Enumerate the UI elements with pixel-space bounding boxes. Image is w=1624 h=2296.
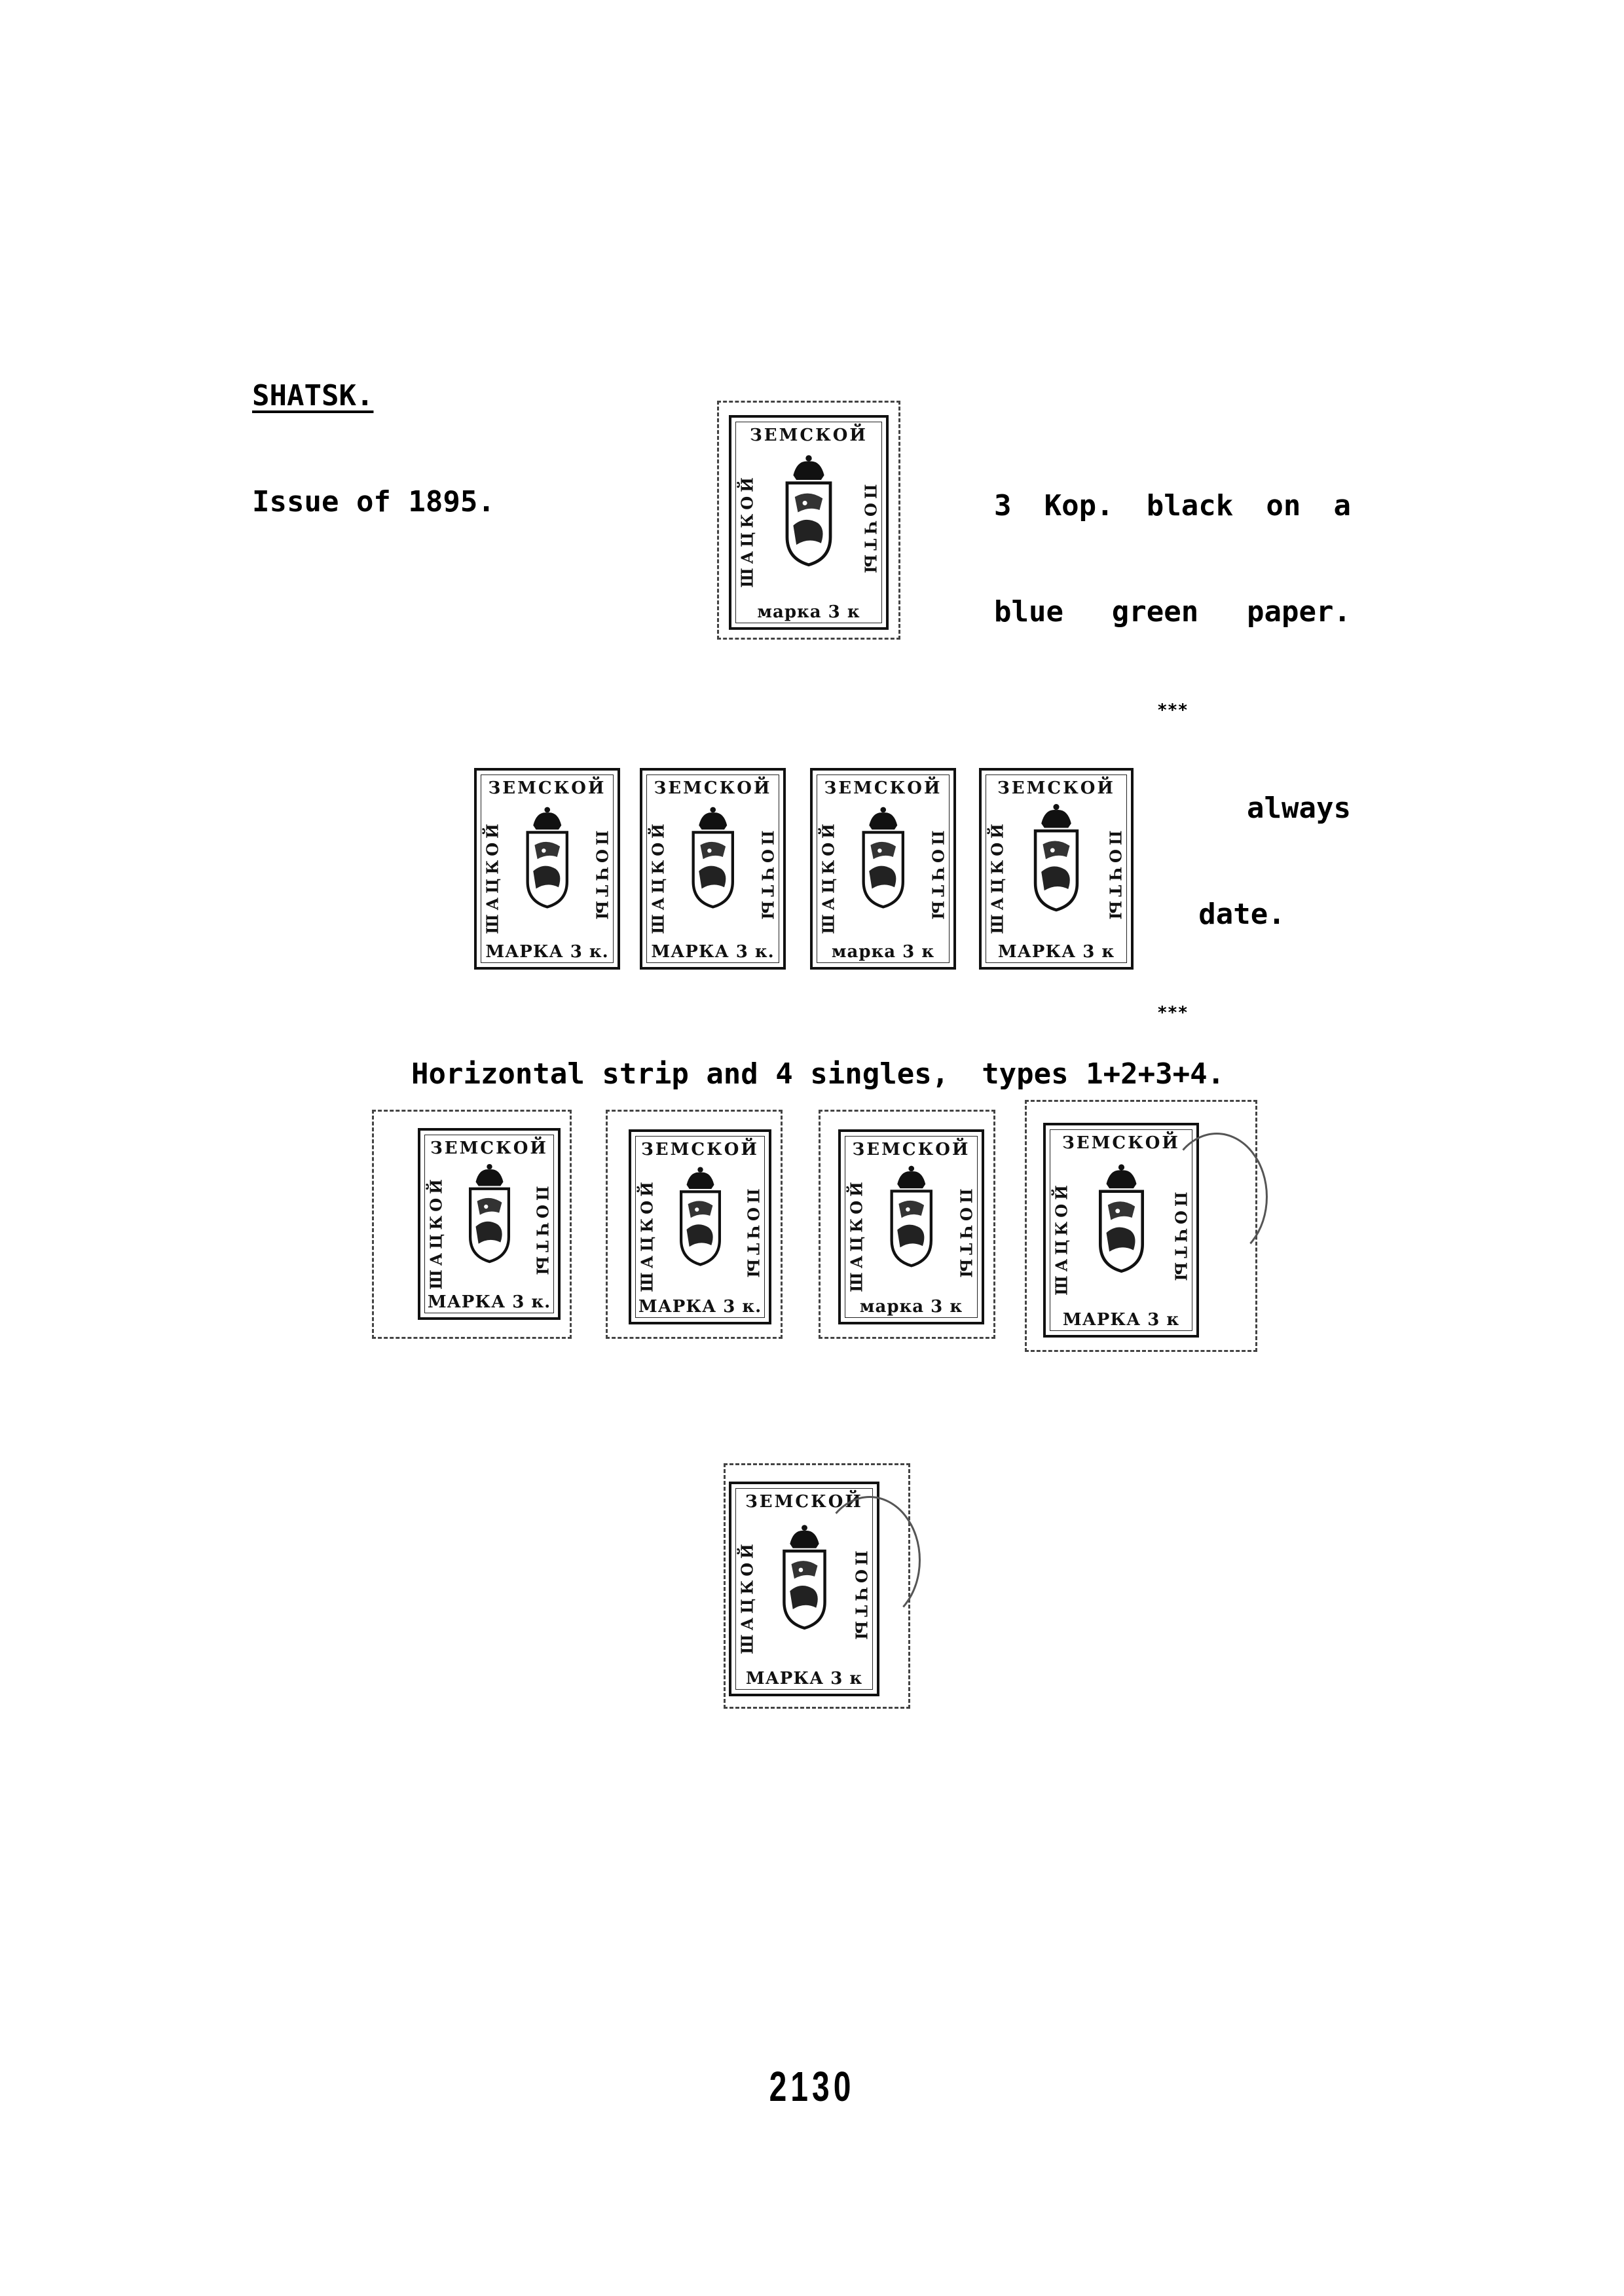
- stamp-margin: [372, 1110, 572, 1339]
- stamp-margin: [717, 401, 900, 640]
- stamp-right-inscription: ПОЧТЫ: [532, 1185, 552, 1279]
- stamp-top-inscription: ЗЕМСКОЙ: [750, 426, 868, 445]
- stamp-left-inscription: ШАЦКОЙ: [1052, 1181, 1071, 1296]
- stamp-margin: [606, 1110, 783, 1339]
- stamp-frame: ЗЕМСКОЙ МАРКА 3 к. ШАЦКОЙ ПОЧТЫ: [629, 1129, 771, 1324]
- coat-of-arms-icon: [1084, 1155, 1159, 1281]
- coat-of-arms-icon: [876, 1159, 947, 1273]
- stamp-left-inscription: ШАЦКОЙ: [648, 820, 668, 934]
- stamp-bottom-inscription: марка 3 к: [859, 1297, 963, 1317]
- stamp-left-inscription: ШАЦКОЙ: [483, 820, 502, 934]
- stamp-top-inscription: ЗЕМСКОЙ: [824, 778, 942, 798]
- stamp-bottom-inscription: марка 3 к: [757, 602, 860, 622]
- stamp-image: ЗЕМСКОЙ МАРКА 3 к. ШАЦКОЙ ПОЧТЫ: [427, 756, 620, 982]
- stamp-top-inscription: ЗЕМСКОЙ: [430, 1139, 548, 1158]
- stamp-left-inscription: ШАЦКОЙ: [737, 473, 757, 588]
- stamp-frame: ЗЕМСКОЙ МАРКА 3 к ШАЦКОЙ ПОЧТЫ: [979, 768, 1134, 970]
- stamp-bottom-inscription: МАРКА 3 к: [1062, 1310, 1180, 1330]
- stamp-margin: [819, 1110, 995, 1339]
- stamp-inner-border: [817, 774, 950, 963]
- stamp-frame: ЗЕМСКОЙ марка 3 к ШАЦКОЙ ПОЧТЫ: [838, 1129, 984, 1324]
- stamp-left-inscription: ШАЦКОЙ: [987, 820, 1007, 934]
- coat-of-arms-icon: [768, 1514, 841, 1639]
- stamp-top-inscription: ЗЕМСКОЙ: [852, 1140, 970, 1159]
- stamp-left-inscription: ШАЦКОЙ: [819, 820, 838, 934]
- description-line-2: blue green paper.: [994, 595, 1351, 629]
- heading: SHATSK. Issue of 1895.: [252, 308, 495, 555]
- stamp-right-inscription: ПОЧТЫ: [956, 1188, 976, 1282]
- stamp-right-inscription: ПОЧТЫ: [758, 830, 777, 924]
- stamp-bottom-inscription: МАРКА 3 к.: [427, 1292, 551, 1312]
- heading-title: SHATSK.: [252, 379, 374, 412]
- stamp-left-inscription: ШАЦКОЙ: [637, 1178, 657, 1292]
- stamp-image: ЗЕМСКОЙ МАРКА 3 к. ШАЦКОЙ ПОЧТЫ: [620, 756, 790, 982]
- stamp-left-inscription: ШАЦКОЙ: [847, 1178, 866, 1292]
- stamp-right-inscription: ПОЧТЫ: [928, 830, 948, 924]
- strip-caption: Horizontal strip and 4 singles, types 1+2…: [377, 1021, 1225, 1092]
- stamp-image: ЗЕМСКОЙ МАРКА 3 к.ШАЦКОЙ ПОЧТЫ: [372, 1110, 572, 1339]
- stamp-bottom-inscription: МАРКА 3 к.: [651, 942, 775, 962]
- caption-right: types 1+2+3+4.: [982, 1057, 1225, 1091]
- stamp-bottom-inscription: МАРКА 3 к.: [485, 942, 609, 962]
- stamp-left-inscription: ШАЦКОЙ: [737, 1540, 757, 1654]
- description-separator-1: ***: [1157, 701, 1188, 720]
- stamp-top-inscription: ЗЕМСКОЙ: [1062, 1133, 1180, 1153]
- stamp-top-inscription: ЗЕМСКОЙ: [997, 778, 1115, 798]
- postmark-circle: [819, 1496, 921, 1624]
- stamp-image: ЗЕМСКОЙ МАРКА 3 к. ШАЦКОЙ ПОЧТЫ: [606, 1110, 783, 1339]
- stamp-inner-border: [635, 1136, 765, 1318]
- coat-of-arms-icon: [678, 798, 748, 916]
- stamp-bottom-inscription: марка 3 к: [831, 942, 935, 962]
- stamp-inner-border: [845, 1136, 978, 1318]
- coat-of-arms-icon: [455, 1157, 524, 1269]
- stamp-right-inscription: ПОЧТЫ: [592, 830, 612, 924]
- coat-of-arms-icon: [512, 798, 583, 916]
- stamp-bottom-inscription: МАРКА 3 к: [745, 1669, 863, 1688]
- description-separator-2: ***: [1157, 1003, 1188, 1023]
- stamp-top-inscription: ЗЕМСКОЙ: [488, 778, 606, 798]
- stamp-inner-border: [735, 422, 882, 623]
- stamp-frame: ЗЕМСКОЙ МАРКА 3 к. ШАЦКОЙ ПОЧТЫ: [474, 768, 620, 970]
- stamp-right-inscription: ПОЧТЫ: [1105, 830, 1125, 924]
- coat-of-arms-icon: [770, 447, 847, 573]
- coat-of-arms-icon: [848, 798, 919, 916]
- stamp-image: ЗЕМСКОЙ марка 3 к ШАЦКОЙ ПОЧТЫ: [819, 1110, 995, 1339]
- page-number: 2130: [769, 2063, 855, 2110]
- coat-of-arms-icon: [1019, 798, 1094, 916]
- stamp-right-inscription: ПОЧТЫ: [860, 484, 880, 577]
- stamp-top-inscription: ЗЕМСКОЙ: [654, 778, 772, 798]
- stamp-left-inscription: ШАЦКОЙ: [426, 1175, 446, 1290]
- heading-subtitle: Issue of 1895.: [252, 485, 495, 519]
- stamp-bottom-inscription: МАРКА 3 к.: [638, 1297, 762, 1317]
- stamp-inner-border: [424, 1135, 554, 1313]
- stamp-inner-border: [481, 774, 614, 963]
- stamp-frame: ЗЕМСКОЙ МАРКА 3 к. ШАЦКОЙ ПОЧТЫ: [640, 768, 786, 970]
- caption-left: Horizontal strip and 4 singles,: [411, 1057, 950, 1091]
- description-line-1: 3 Kop. black on a: [994, 489, 1351, 522]
- stamp-right-inscription: ПОЧТЫ: [743, 1188, 763, 1282]
- stamp-frame: ЗЕМСКОЙ МАРКА 3 к.ШАЦКОЙ ПОЧТЫ: [418, 1128, 561, 1320]
- stamp-inner-border: [646, 774, 779, 963]
- stamp-bottom-inscription: МАРКА 3 к: [997, 942, 1115, 962]
- stamp-inner-border: [986, 774, 1127, 963]
- stamp-top-inscription: ЗЕМСКОЙ: [641, 1140, 759, 1159]
- coat-of-arms-icon: [666, 1159, 735, 1273]
- postmark-circle: [1166, 1133, 1268, 1261]
- stamp-image: ЗЕМСКОЙ марка 3 к ШАЦКОЙ ПОЧТЫ: [790, 756, 961, 982]
- stamp-image: ЗЕМСКОЙ МАРКА 3 к ШАЦКОЙ ПОЧТЫ: [961, 756, 1196, 982]
- stamp-frame: ЗЕМСКОЙ марка 3 к ШАЦКОЙ ПОЧТЫ: [810, 768, 956, 970]
